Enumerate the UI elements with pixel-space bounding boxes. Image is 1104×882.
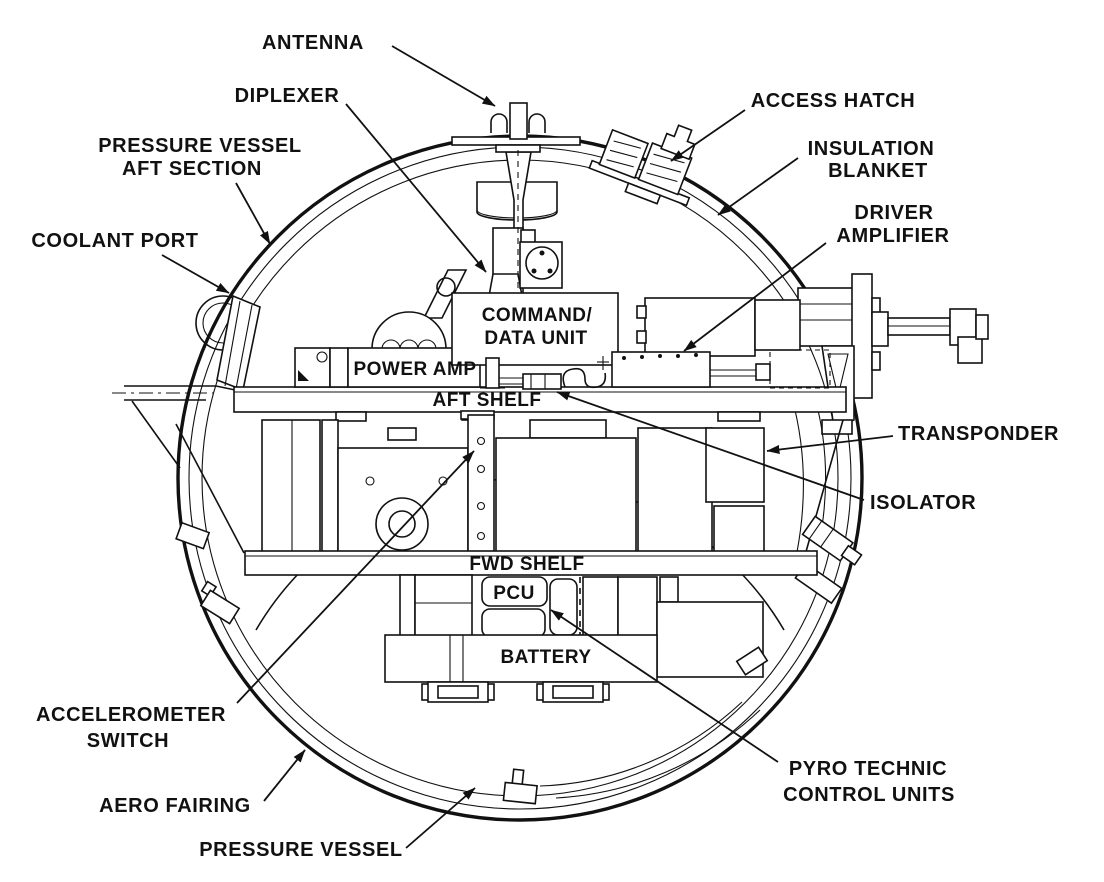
isolator-callout: ISOLATOR: [870, 492, 976, 514]
component-labels: COMMAND/ DATA UNIT POWER AMP AFT SHELF F…: [353, 305, 592, 668]
leader-lines: [161, 45, 894, 849]
leader-insulation-blanket: [717, 157, 799, 216]
leader-pressure-vessel: [405, 787, 476, 849]
umbilical-fitting-right: [791, 273, 989, 567]
antenna-hook-right: [528, 113, 546, 133]
antenna-hook-left: [490, 113, 508, 133]
pcu-label: PCU: [493, 583, 535, 604]
leader-access-hatch: [670, 109, 746, 162]
aero-fairing-callout: AERO FAIRING: [99, 795, 251, 817]
command-data-unit-label-line1: COMMAND/: [482, 305, 593, 326]
command-data-unit-label-line2: DATA UNIT: [484, 328, 587, 349]
power-amp-label: POWER AMP: [353, 359, 476, 380]
waveguide-loop: [562, 367, 607, 389]
support-gusset: [422, 269, 468, 319]
leader-pressure-vessel-aft: [235, 182, 271, 245]
coolant-port-callout: COOLANT PORT: [31, 230, 198, 252]
fwd-shelf-label: FWD SHELF: [469, 554, 584, 575]
transponder-box: [705, 427, 765, 503]
pressure-vessel-aft-callout-line2: AFT SECTION: [122, 158, 262, 180]
leader-driver-amplifier: [683, 242, 827, 352]
leader-isolator: [556, 391, 865, 501]
antenna-assembly: [422, 102, 581, 319]
battery-box: [384, 634, 658, 683]
gyro-housing: [337, 447, 469, 553]
pyrotechnic-callout-line1: PYRO TECHNIC: [789, 758, 947, 780]
access-hatch-assembly: [588, 124, 696, 207]
leader-diplexer: [345, 103, 487, 273]
battery-foot-right: [536, 681, 610, 703]
insulation-blanket-callout-line2: BLANKET: [828, 160, 928, 182]
accelerometer-switch-callout-line2: SWITCH: [87, 730, 169, 752]
accelerometer-switch-plate: [467, 414, 495, 553]
command-data-unit-box: [451, 292, 619, 366]
antenna-callout: ANTENNA: [262, 32, 364, 54]
pcu-box: [481, 576, 548, 607]
battery-foot-left: [421, 681, 495, 703]
aft-shelf-label: AFT SHELF: [433, 390, 542, 411]
leader-pyrotechnic: [550, 609, 779, 763]
leader-coolant-port: [161, 254, 230, 294]
accelerometer-switch-callout-line1: ACCELEROMETER: [36, 704, 226, 726]
insulation-blanket-callout-line1: INSULATION: [808, 138, 935, 160]
leader-aero-fairing: [263, 749, 306, 802]
leader-antenna: [391, 45, 496, 107]
pyrotechnic-callout-line2: CONTROL UNITS: [783, 784, 955, 806]
antenna-base-bracket: [519, 241, 563, 289]
battery-assembly: [384, 574, 764, 703]
shell-nub-bottom-right: [735, 646, 769, 676]
driver-amplifier-callout-line1: DRIVER: [854, 202, 933, 224]
leader-accelerometer-switch: [236, 450, 475, 704]
shell-fitting-left-lower: [199, 580, 241, 625]
isolator-component: [522, 373, 562, 390]
shell-bolt-bracket-right: [801, 515, 863, 566]
antenna-element: [509, 102, 528, 140]
leader-transponder: [766, 435, 894, 454]
aft-shelf: [233, 386, 847, 422]
access-hatch-callout: ACCESS HATCH: [751, 90, 916, 112]
mid-bay-equipment: [261, 410, 765, 553]
driver-amplifier-callout-line2: AMPLIFIER: [836, 225, 949, 247]
transponder-callout: TRANSPONDER: [898, 423, 1059, 445]
shell-tab-bottom: [502, 768, 538, 805]
fwd-shelf: [244, 550, 818, 576]
shell-fitting-left-upper: [175, 521, 211, 550]
callout-labels: ANTENNA DIPLEXER ACCESS HATCH PRESSURE V…: [31, 32, 1059, 861]
pressure-vessel-aft-callout-line1: PRESSURE VESSEL: [98, 135, 302, 157]
pressure-vessel-callout: PRESSURE VESSEL: [199, 839, 403, 861]
diplexer-callout: DIPLEXER: [235, 85, 340, 107]
aft-shelf-equipment: [294, 292, 831, 390]
battery-label: BATTERY: [500, 647, 591, 668]
